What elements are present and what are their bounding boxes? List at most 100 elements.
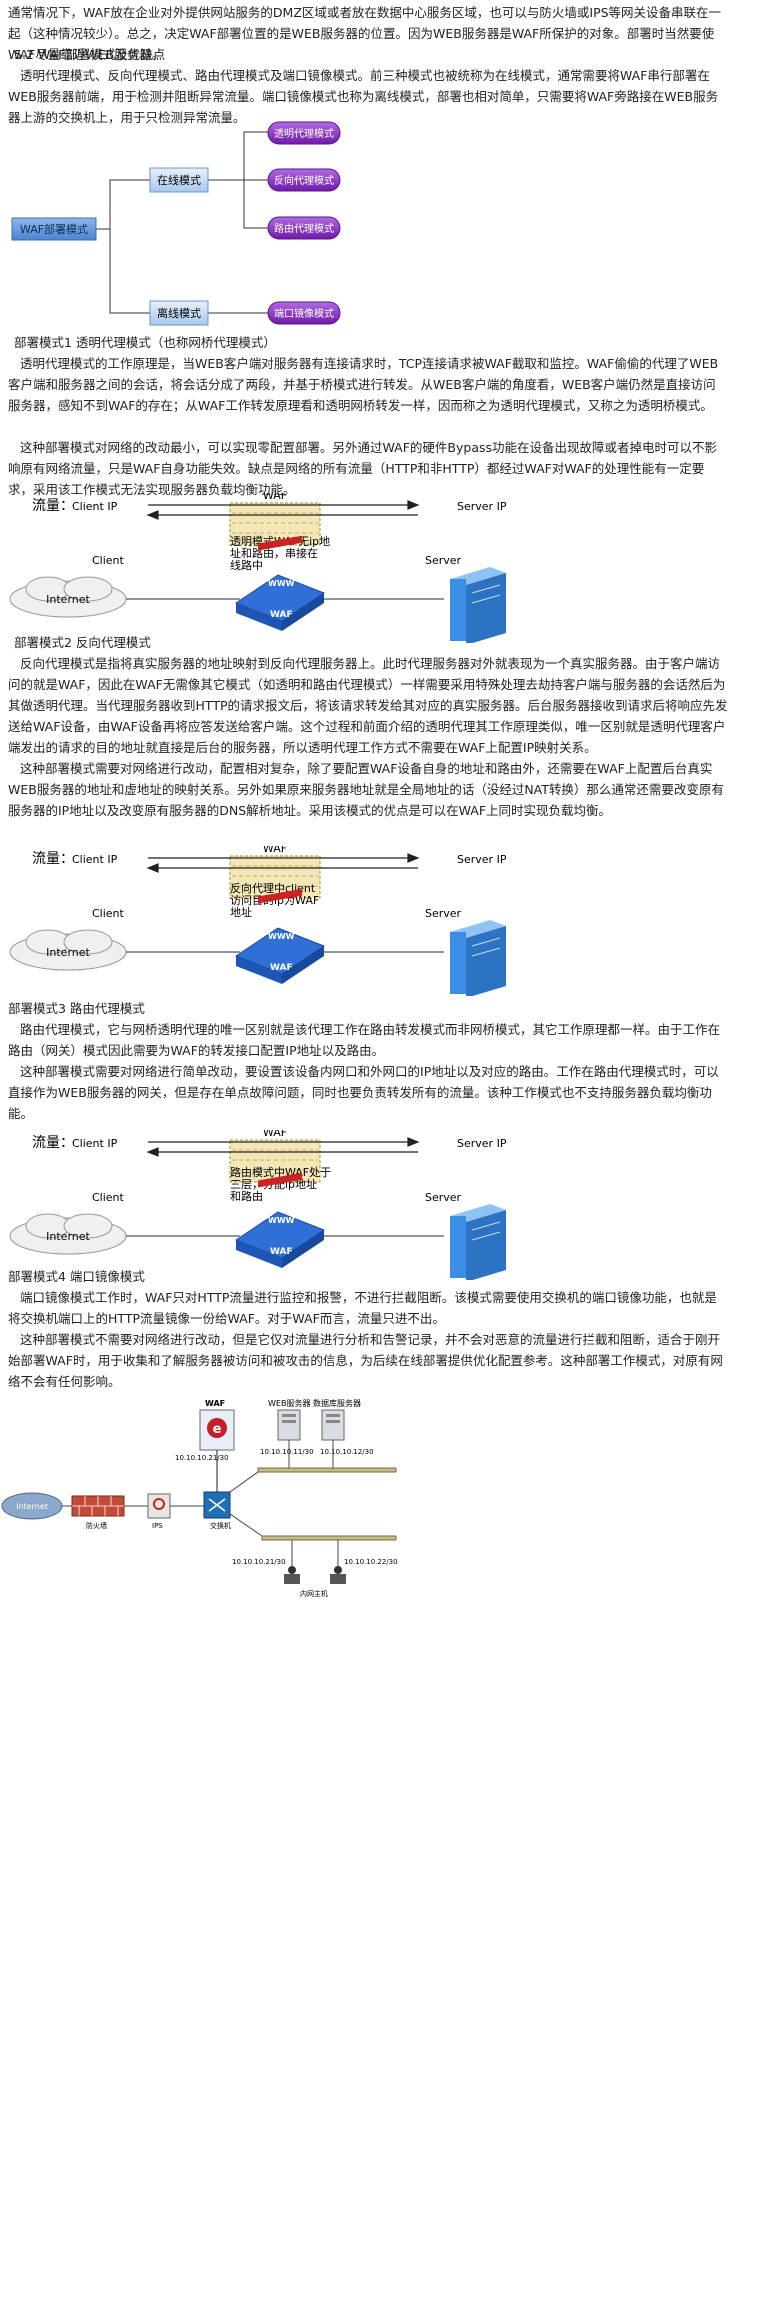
mode2-paragraph-1: 反向代理模式是指将真实服务器的地址映射到反向代理服务器上。此时代理服务器对外就表… (8, 656, 728, 755)
waf-zone-label: WAF (263, 846, 287, 855)
mode1-paragraph-2: 这种部署模式对网络的改动最小，可以实现零配置部署。另外通过WAF的硬件Bypas… (8, 440, 718, 497)
server-icon (450, 567, 506, 643)
mode-note-line: 路由模式中WAF处于 (230, 1165, 331, 1179)
waf-zone-box (229, 855, 321, 899)
server-label: Server (425, 907, 462, 920)
mirror-internet-label: Internet (16, 1502, 48, 1511)
mode-note-line: 址和路由，串接在 (230, 546, 318, 560)
server-ip-label: Server IP (457, 1137, 507, 1150)
mirror-waf-label: WAF (205, 1399, 225, 1408)
flow-label: 流量： (32, 1135, 74, 1151)
tree-root-label: WAF部署模式 (20, 222, 88, 236)
internet-cloud-icon: Internet (9, 576, 127, 618)
mode1-paragraph-1: 透明代理模式的工作原理是，当WEB客户端对服务器有连接请求时，TCP连接请求被W… (8, 356, 719, 413)
internet-label: Internet (46, 1230, 90, 1243)
waf-appliance-icon: e (199, 1409, 235, 1451)
server-icon (450, 920, 506, 996)
mirror-ip-label: 10.10.10.21/30 (175, 1454, 229, 1462)
mode-note-line: 反向代理中client (230, 881, 316, 895)
firewall-label: 防火墙 (86, 1521, 107, 1530)
client-label: Client (92, 907, 125, 920)
transparent-mode-figure: WAF 流量： Client IP Server IP 透明模式WAF无ip地 … (9, 493, 507, 643)
tree-mode-label: 端口镜像模式 (274, 307, 334, 320)
section-title: 5.2 WAF部署模式及优缺点 (14, 47, 166, 62)
tree-mode-mirror: 端口镜像模式 (267, 301, 341, 325)
waf-device-icon: WWW WAF (234, 535, 326, 631)
mode-note-line: 和路由 (230, 1189, 263, 1203)
server-label: Server (425, 1191, 462, 1204)
switch-icon (203, 1491, 231, 1519)
internet-label: Internet (46, 593, 90, 606)
waf-zone-label: WAF (263, 1130, 287, 1139)
svg-text:e: e (213, 1422, 222, 1437)
routing-mode-figure: WAF 流量： Client IP Server IP 路由模式中WAF处于 三… (9, 1130, 507, 1280)
mode3-paragraph-2: 这种部署模式需要对网络进行简单改动，要设置该设备内网口和外网口的IP地址以及对应… (8, 1064, 719, 1121)
server-ip-label: Server IP (457, 500, 507, 513)
client-ip-label: Client IP (72, 500, 118, 513)
waf-zone-box (229, 1139, 321, 1183)
www-label: WWW (268, 932, 295, 941)
tree-mode-reverse: 反向代理模式 (267, 168, 341, 192)
mode4-paragraph-2: 这种部署模式不需要对网络进行改动，但是它仅对流量进行分析和告警记录，并不会对恶意… (8, 1332, 723, 1389)
client-host-icon (284, 1566, 300, 1584)
waf-zone-label: WAF (263, 493, 287, 502)
tree-mode-routing: 路由代理模式 (267, 216, 341, 240)
tree-online-label: 在线模式 (157, 173, 201, 187)
flow-arrows (146, 853, 420, 873)
tree-online-node: 在线模式 (149, 167, 209, 193)
waf-device-label: WAF (270, 1247, 293, 1257)
mirror-server-group-label: WEB服务器 数据库服务器 (268, 1398, 361, 1408)
firewall-icon (71, 1495, 125, 1517)
waf-device-icon: WWW WAF (234, 888, 326, 984)
client-host-icon (330, 1566, 346, 1584)
mode2-heading: 部署模式2 反向代理模式 (14, 635, 151, 650)
client-bus (261, 1535, 397, 1541)
tree-mode-label: 透明代理模式 (274, 127, 334, 140)
internet-label: Internet (46, 946, 90, 959)
internet-cloud-icon: Internet (9, 929, 127, 971)
www-label: WWW (268, 1216, 295, 1225)
ips-label: IPS (152, 1522, 163, 1530)
waf-device-label: WAF (270, 610, 293, 620)
client-label: Client (92, 554, 125, 567)
mode3-heading: 部署模式3 路由代理模式 (8, 1001, 145, 1016)
mirror-ip-label: 10.10.10.12/30 (320, 1448, 374, 1456)
mode4-heading: 部署模式4 端口镜像模式 (8, 1269, 145, 1284)
mode3-paragraph-1: 路由代理模式，它与网桥透明代理的唯一区别就是该代理工作在路由转发模式而非网桥模式… (8, 1022, 721, 1058)
client-ip-label: Client IP (72, 1137, 118, 1150)
server-label: Server (425, 554, 462, 567)
switch-label: 交换机 (210, 1521, 231, 1530)
reverse-proxy-figure: WAF 流量： Client IP Server IP 反向代理中client … (9, 846, 507, 996)
flow-label: 流量： (32, 851, 74, 867)
server-icon (450, 1204, 506, 1280)
tree-offline-node: 离线模式 (149, 300, 209, 326)
internet-cloud-icon: Internet (9, 1213, 127, 1255)
mode1-heading: 部署模式1 透明代理模式（也称网桥代理模式） (14, 335, 276, 350)
tree-offline-label: 离线模式 (157, 306, 201, 320)
mirror-ip-label: 10.10.10.21/30 (232, 1558, 286, 1566)
client-ip-label: Client IP (72, 853, 118, 866)
intro-paragraph: 通常情况下，WAF放在企业对外提供网站服务的DMZ区域或者放在数据中心服务区域，… (8, 5, 722, 62)
section-paragraph: 透明代理模式、反向代理模式、路由代理模式及端口镜像模式。前三种模式也被统称为在线… (8, 68, 719, 125)
mode2-paragraph-2: 这种部署模式需要对网络进行改动，配置相对复杂，除了要配置WAF设备自身的地址和路… (8, 761, 724, 818)
www-label: WWW (268, 579, 295, 588)
mirror-ip-label: 10.10.10.22/30 (344, 1558, 398, 1566)
server-bus (257, 1467, 397, 1473)
web-server-icon (277, 1409, 301, 1441)
deploy-mode-tree-diagram: WAF部署模式 在线模式 离线模式 透明代理模式 反向代理模式 路由代理模式 端… (11, 121, 341, 326)
tree-mode-transparent: 透明代理模式 (267, 121, 341, 145)
tree-mode-label: 反向代理模式 (274, 174, 334, 187)
client-label: Client (92, 1191, 125, 1204)
tree-root-node: WAF部署模式 (11, 217, 97, 241)
mode4-paragraph-1: 端口镜像模式工作时，WAF只对HTTP流量进行监控和报警，不进行拦截阻断。该模式… (8, 1290, 717, 1326)
waf-device-label: WAF (270, 963, 293, 973)
mirror-ip-label: 10.10.10.11/30 (260, 1448, 314, 1456)
ips-icon (147, 1493, 171, 1519)
mode-note-line: 线路中 (230, 558, 263, 572)
flow-label: 流量： (32, 498, 74, 514)
port-mirror-topology-figure: e WAF 10.10.10.21/30 WEB服务器 数据库服务器 10.10… (1, 1398, 398, 1598)
server-ip-label: Server IP (457, 853, 507, 866)
db-server-icon (321, 1409, 345, 1441)
flow-arrows (146, 1137, 420, 1157)
flow-arrows (146, 500, 420, 520)
